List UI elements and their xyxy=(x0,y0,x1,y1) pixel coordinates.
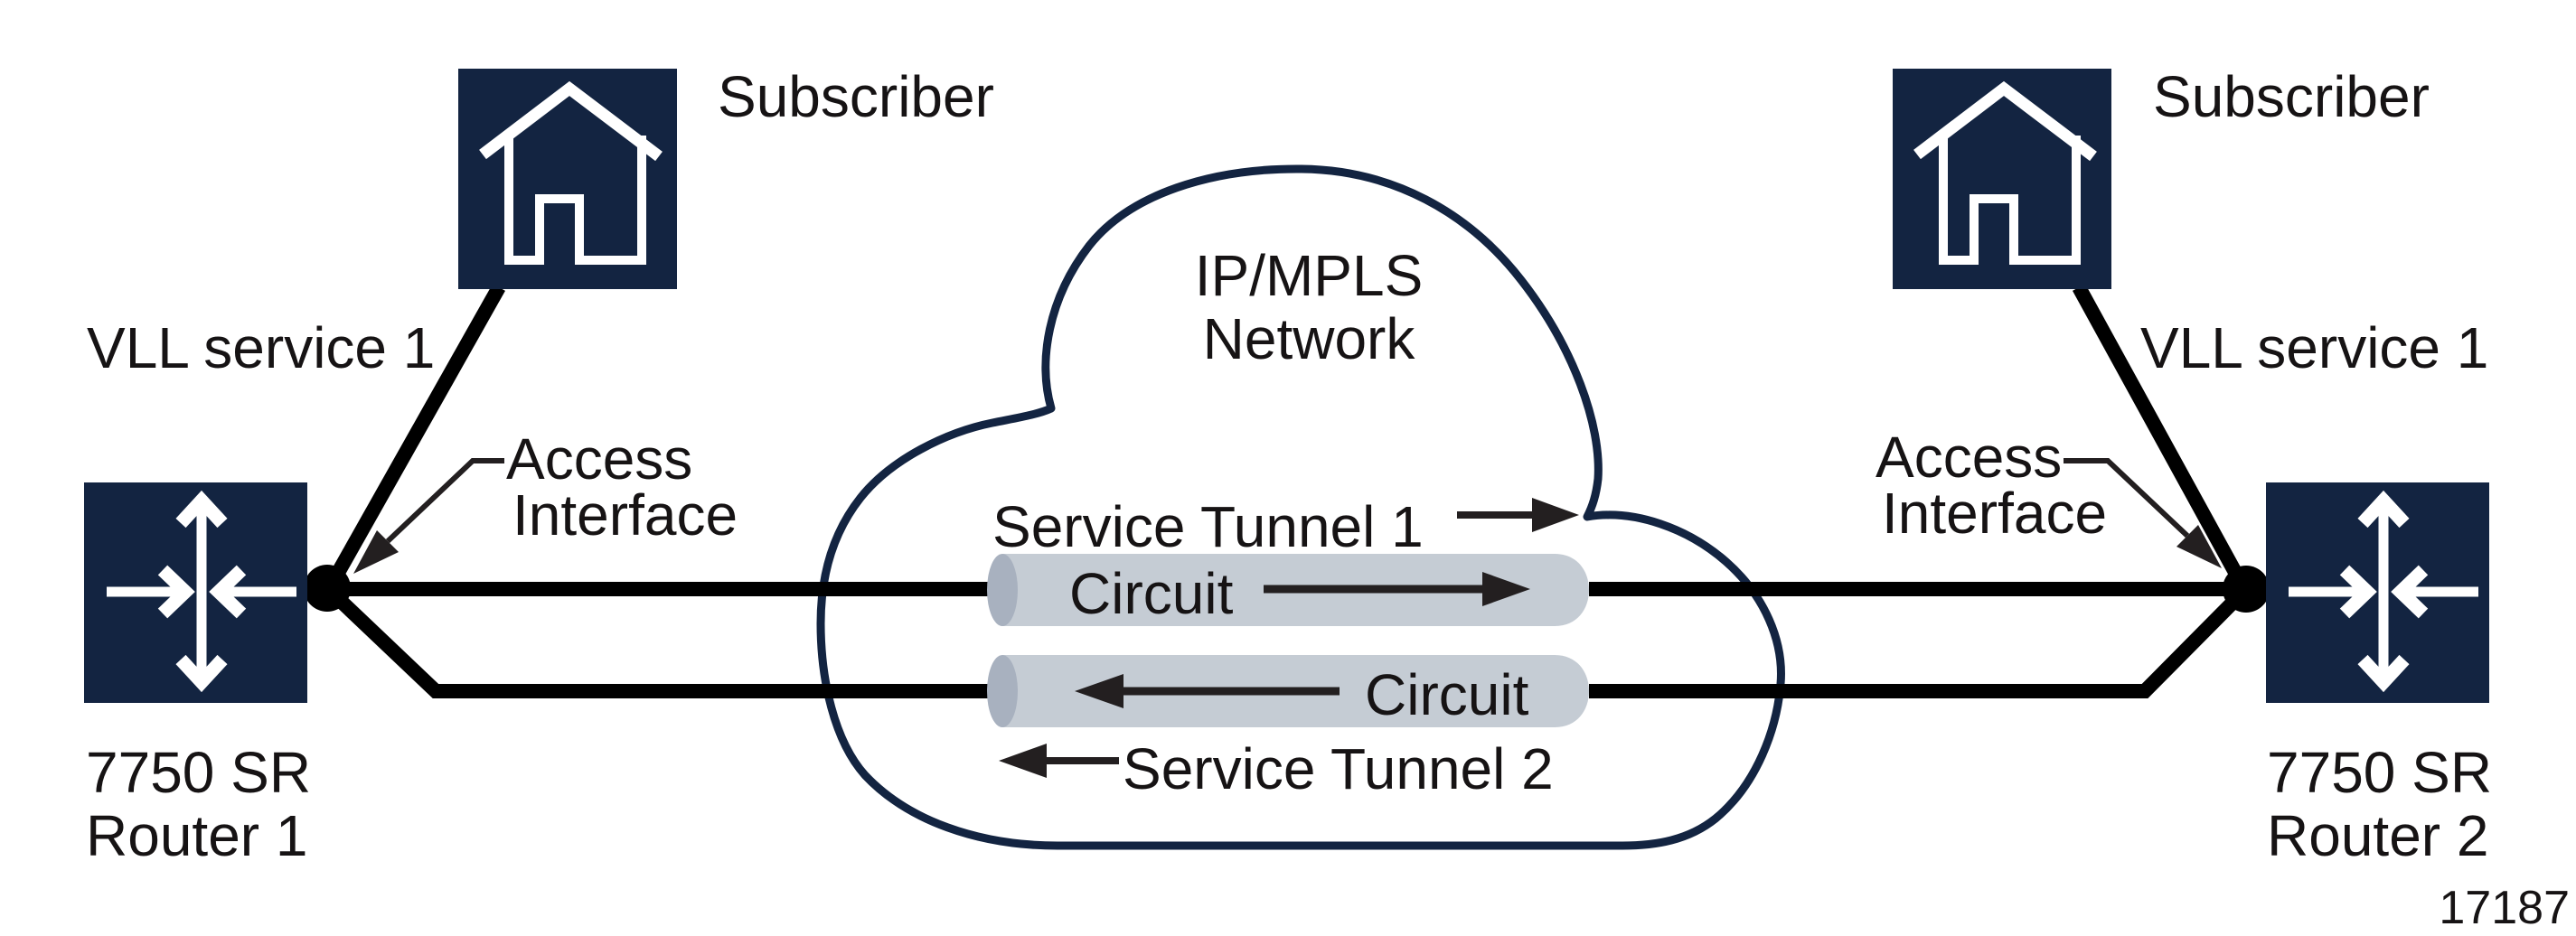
vll-service-label-left: VLL service 1 xyxy=(87,315,435,380)
service-links xyxy=(322,284,2252,698)
tunnel1-circuit-label: Circuit xyxy=(1069,561,1234,626)
tunnel1-circuit-arrow xyxy=(1264,572,1530,606)
router-glyph xyxy=(107,490,296,693)
router-icon-right xyxy=(2266,482,2489,703)
router-glyph xyxy=(2289,490,2478,693)
access-interface-dot-left xyxy=(304,565,351,612)
subscriber-label-right: Subscriber xyxy=(2153,64,2430,129)
tunnel2-circuit-label: Circuit xyxy=(1365,662,1529,727)
tunnel2-direction-arrow xyxy=(999,744,1119,778)
access-label-right-line1: Access xyxy=(1876,425,2062,490)
service-tunnel-1-cylinder: Circuit xyxy=(987,554,1589,626)
router-label-right-line2: Router 2 xyxy=(2267,803,2488,868)
link-subscriber-left xyxy=(324,284,505,589)
tunnel2-label: Service Tunnel 2 xyxy=(1123,736,1554,801)
access-label-right-line2: Interface xyxy=(1882,481,2107,546)
access-label-left-line2: Interface xyxy=(512,482,738,548)
router-label-right-line1: 7750 SR xyxy=(2267,740,2492,805)
access-leader-left xyxy=(353,458,504,574)
access-interface-dot-right xyxy=(2223,566,2270,613)
vll-service-label-right: VLL service 1 xyxy=(2140,315,2488,380)
tunnel1-direction-arrow xyxy=(1457,498,1579,532)
house-roof xyxy=(479,80,663,162)
access-label-left-line1: Access xyxy=(506,426,692,491)
cloud-label-line1: IP/MPLS xyxy=(1195,243,1424,308)
house-roof xyxy=(1913,80,2097,162)
router-icon-left xyxy=(84,482,307,703)
subscriber-label-left: Subscriber xyxy=(718,64,994,129)
router-label-left-line1: 7750 SR xyxy=(86,740,311,805)
access-leader-right xyxy=(2064,458,2222,568)
cloud-label-line2: Network xyxy=(1203,306,1416,371)
subscriber-house-icon-left xyxy=(458,69,677,289)
house-walls xyxy=(504,136,646,265)
house-walls xyxy=(1939,136,2081,265)
tunnel1-end-cap xyxy=(987,554,1018,626)
link-subscriber-right xyxy=(2072,284,2250,589)
figure-number: 17187 xyxy=(2439,882,2570,934)
link-lower-left xyxy=(322,583,1005,698)
router-label-left-line2: Router 1 xyxy=(86,803,307,868)
tunnel2-end-cap xyxy=(987,655,1018,727)
service-tunnel-2-cylinder: Circuit xyxy=(987,655,1589,727)
subscriber-house-icon-right xyxy=(1893,69,2111,289)
link-lower-right xyxy=(1589,584,2252,698)
tunnel1-label: Service Tunnel 1 xyxy=(992,494,1424,559)
tunnel2-circuit-arrow xyxy=(1075,674,1340,708)
